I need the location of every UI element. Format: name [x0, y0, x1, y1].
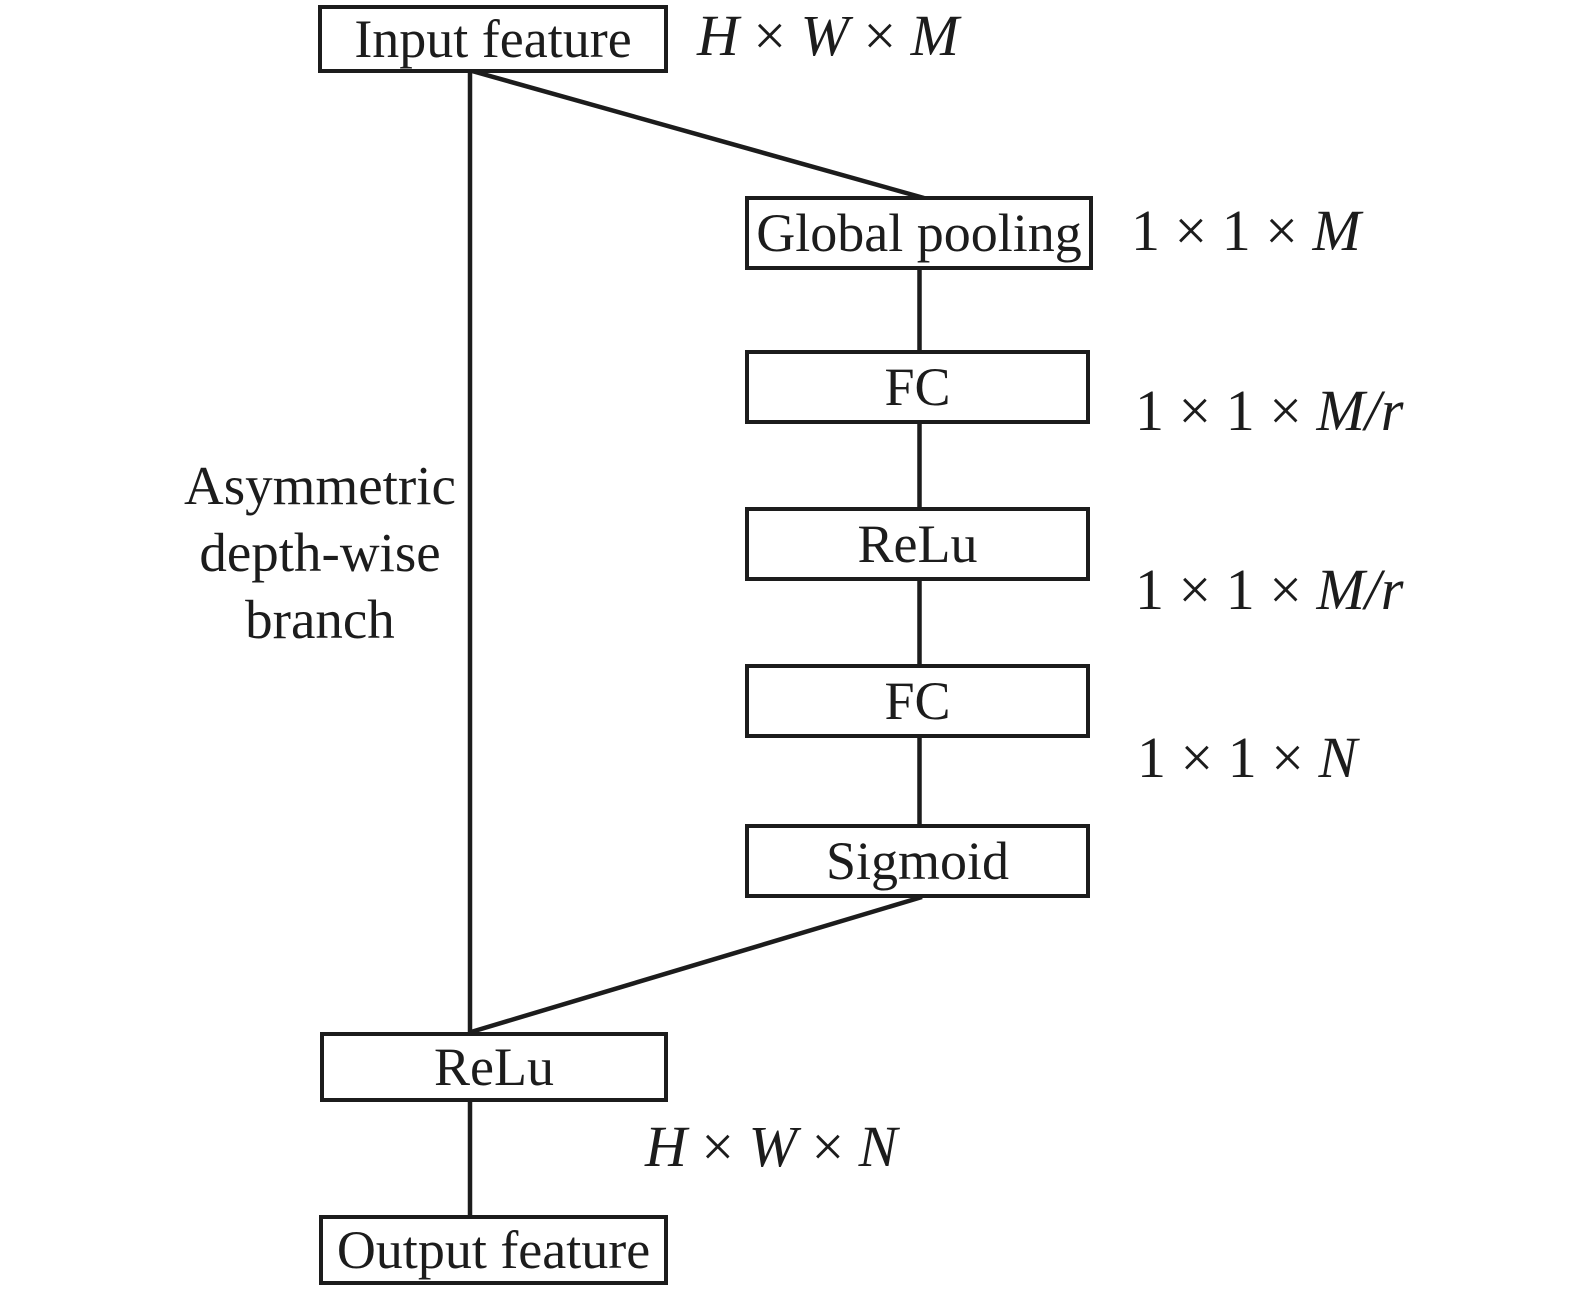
branch-label-line-2: depth-wise [199, 522, 441, 583]
node-sigmoid: Sigmoid [745, 824, 1090, 898]
edge-sigmoid-to-relu-main [470, 894, 923, 1035]
branch-label-line-1: Asymmetric [184, 455, 456, 516]
node-output-feature-label: Output feature [336, 1220, 651, 1280]
node-input-feature: Input feature [318, 5, 668, 73]
dim-fc-1: 1 × 1 × M/r [1135, 378, 1404, 443]
dim-global-pooling: 1 × 1 × M [1131, 198, 1361, 263]
node-output-feature: Output feature [319, 1215, 668, 1285]
node-fc-2: FC [745, 664, 1090, 738]
node-global-pooling-label: Global pooling [756, 203, 1082, 263]
branch-label-line-3: branch [245, 589, 395, 650]
dim-output-feature: H × W × N [645, 1114, 898, 1179]
node-input-feature-label: Input feature [354, 9, 632, 69]
dim-relu-squeeze: 1 × 1 × M/r [1135, 557, 1404, 622]
node-fc-1-label: FC [884, 357, 951, 417]
edge-input-to-pooling [471, 68, 925, 201]
node-fc-1: FC [745, 350, 1090, 424]
node-relu-main-label: ReLu [434, 1037, 554, 1097]
node-global-pooling: Global pooling [745, 196, 1093, 270]
branch-label: Asymmetric depth-wise branch [140, 452, 500, 653]
node-sigmoid-label: Sigmoid [825, 831, 1010, 891]
dim-input-feature: H × W × M [697, 3, 959, 68]
node-relu-squeeze-label: ReLu [857, 514, 978, 574]
node-relu-squeeze: ReLu [745, 507, 1090, 581]
dim-fc-2: 1 × 1 × N [1137, 725, 1358, 790]
node-relu-main: ReLu [320, 1032, 668, 1102]
node-fc-2-label: FC [884, 671, 951, 731]
